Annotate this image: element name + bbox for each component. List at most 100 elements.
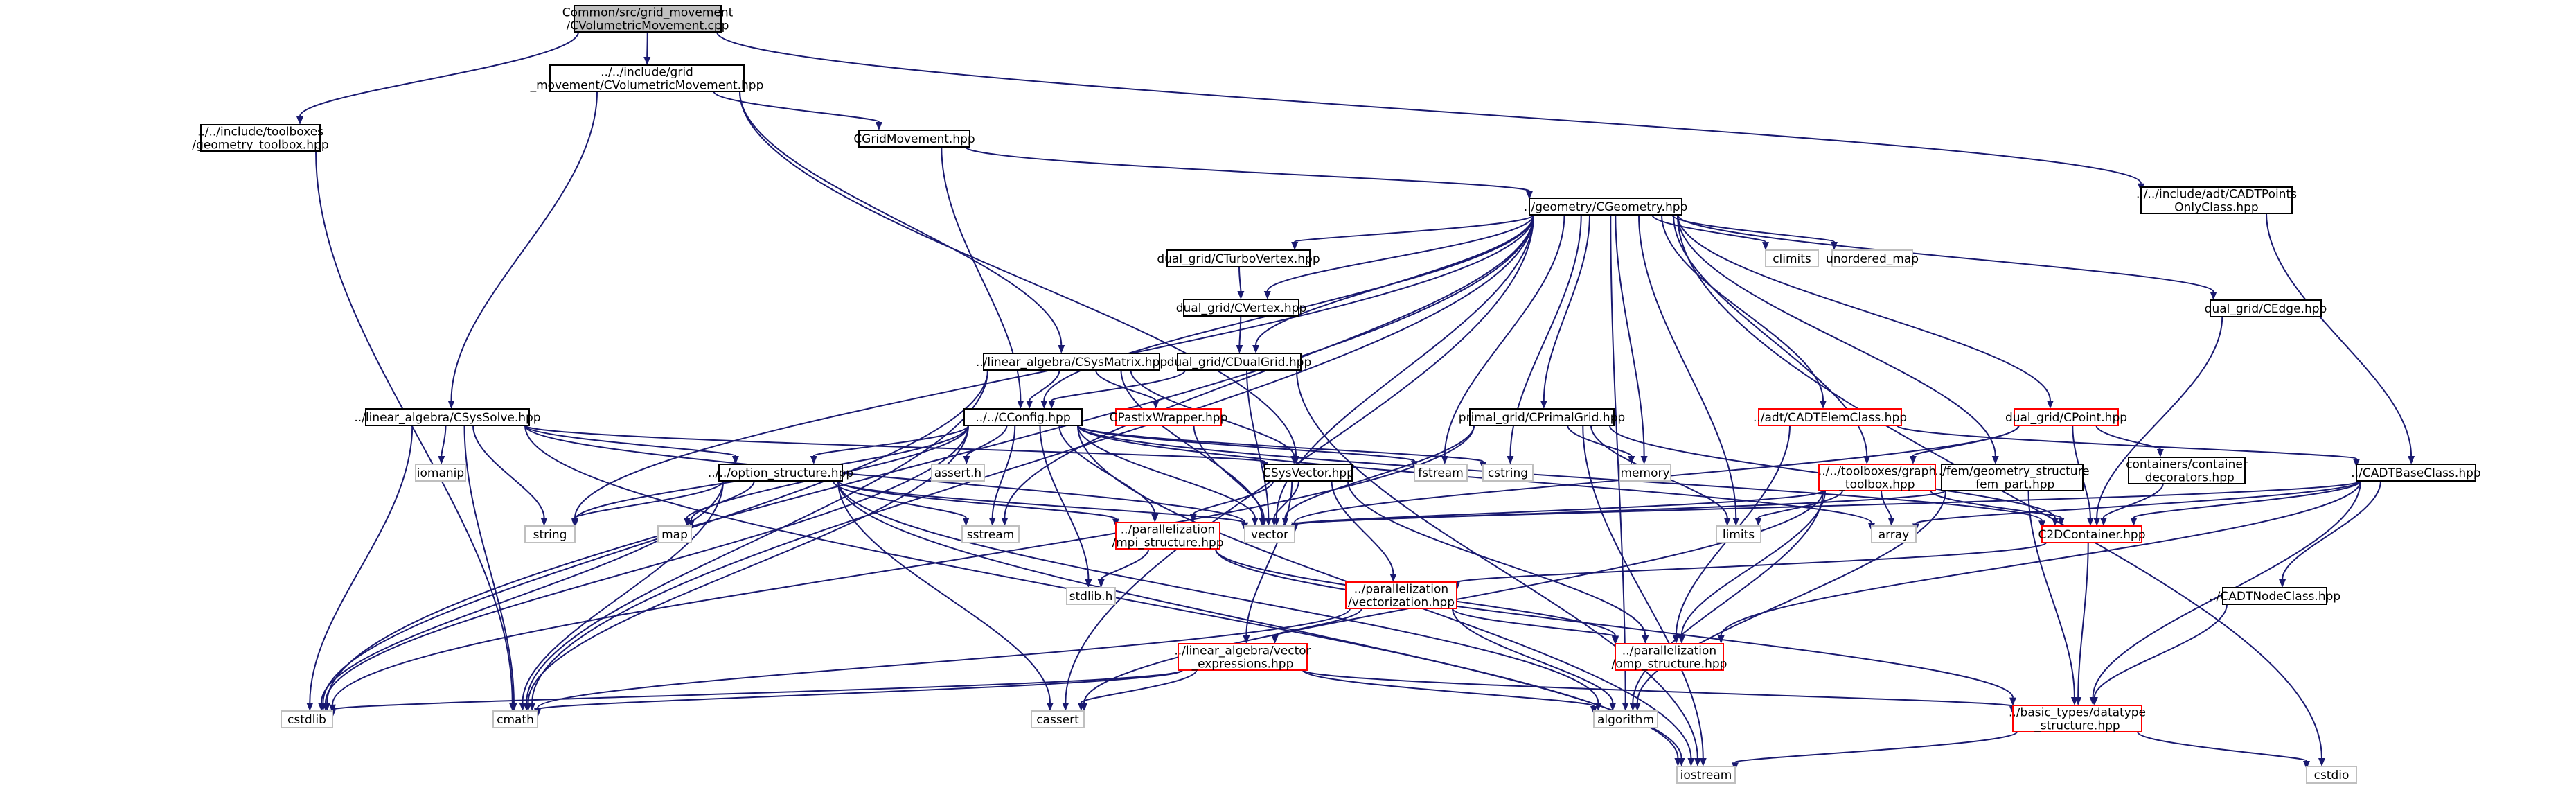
- edge-vecexpr-to-datatype: [1302, 669, 2016, 715]
- file-node-fstream[interactable]: fstream: [1414, 464, 1468, 482]
- edge-line: [1615, 214, 1645, 457]
- file-node-csysvector[interactable]: CSysVector.hpp: [1263, 464, 1354, 482]
- file-node-cgridmove[interactable]: CGridMovement.hpp: [853, 130, 975, 148]
- file-node-climits[interactable]: climits: [1765, 249, 1819, 267]
- edge-cgeometry-to-cadtelem: [1661, 214, 1827, 409]
- edge-line: [1273, 480, 1299, 518]
- file-node-box: [2041, 525, 2142, 543]
- edge-line: [991, 425, 1016, 518]
- file-node-cvm[interactable]: ../../include/grid_movement/CVolumetricM…: [530, 64, 764, 93]
- file-node-cadtpoints[interactable]: ../../include/adt/CADTPointsOnlyClass.hp…: [2136, 186, 2297, 215]
- file-node-fempart[interactable]: ../fem/geometry_structure_fem_part.hpp: [1935, 464, 2090, 492]
- file-node-cgeometry[interactable]: ../geometry/CGeometry.hpp: [1524, 198, 1688, 216]
- edge-arrowhead: [1642, 635, 1649, 644]
- file-node-unordered_map[interactable]: unordered_map: [1826, 249, 1919, 267]
- edge-line: [309, 425, 414, 703]
- edge-arrowhead: [2318, 758, 2325, 766]
- edge-arrowhead: [1755, 518, 1762, 526]
- file-node-cpastix[interactable]: CPastixWrapper.hpp: [1110, 408, 1228, 426]
- edge-line: [1100, 548, 1150, 580]
- file-node-limits[interactable]: limits: [1716, 525, 1761, 543]
- edge-cgeometry-to-cmath: [528, 214, 1534, 711]
- file-node-graphtool[interactable]: ../../toolboxes/graph_toolbox.hpp: [1818, 464, 1936, 492]
- file-node-label: dual_grid/CEdge.hpp: [2205, 302, 2327, 316]
- edge-line: [1238, 315, 1242, 346]
- file-node-mpi[interactable]: ../parallelization/mpi_structure.hpp: [1112, 522, 1224, 550]
- file-node-array[interactable]: array: [1871, 525, 1917, 543]
- file-node-cvertex[interactable]: dual_grid/CVertex.hpp: [1176, 299, 1307, 317]
- file-node-iostream[interactable]: iostream: [1676, 766, 1736, 784]
- edge-arrowhead: [1389, 574, 1397, 582]
- file-node-geomtool[interactable]: ../../include/toolboxes/geometry_toolbox…: [192, 124, 329, 152]
- file-node-cadtelem[interactable]: ../adt/CADTElemClass.hpp: [1753, 408, 1907, 426]
- file-node-iomanip[interactable]: iomanip: [415, 464, 466, 482]
- file-node-box: [549, 64, 745, 92]
- edge-line: [1452, 608, 1616, 638]
- file-node-csysmatrix[interactable]: ../linear_algebra/CSysMatrix.hpp: [976, 353, 1167, 371]
- file-node-algorithm[interactable]: algorithm: [1593, 710, 1658, 728]
- file-node-label: iomanip: [417, 466, 464, 480]
- file-node-turbovertex[interactable]: dual_grid/CTurboVertex.hpp: [1157, 249, 1320, 267]
- file-node-label: _toolbox.hpp: [1838, 478, 1915, 492]
- edge-line: [1651, 214, 1766, 243]
- file-node-map[interactable]: map: [657, 525, 692, 543]
- file-node-omp[interactable]: ../parallelization/omp_structure.hpp: [1612, 643, 1727, 672]
- file-node-stdlib[interactable]: stdlib.h: [1066, 587, 1116, 605]
- edge-line: [1444, 214, 1565, 457]
- file-node-assert[interactable]: assert.h: [931, 464, 985, 482]
- file-node-option[interactable]: ../../option_structure.hpp: [708, 464, 853, 482]
- edge-csyssolve-to-string: [472, 425, 548, 526]
- edge-graphtool-to-array: [1881, 490, 1895, 526]
- edge-line: [646, 31, 648, 58]
- edge-cgeometry-to-memory: [1615, 214, 1648, 464]
- edge-arrowhead: [2210, 292, 2217, 300]
- edge-cgeometry-to-unordered_map: [1671, 214, 1838, 250]
- file-node-box: [1765, 249, 1819, 267]
- file-node-cassert[interactable]: cassert: [1031, 710, 1085, 728]
- file-node-primalgrid[interactable]: primal_grid/CPrimalGrid.hpp: [1459, 408, 1625, 426]
- edge-line: [315, 150, 513, 703]
- edge-csyssolve-to-option: [524, 425, 739, 464]
- edge-arrowhead: [1699, 758, 1707, 766]
- edge-line: [322, 369, 988, 703]
- file-node-label: ../../include/grid: [601, 66, 693, 80]
- edge-cadtnode-to-datatype: [2090, 604, 2228, 705]
- file-node-cconfig[interactable]: ../../CConfig.hpp: [963, 408, 1083, 426]
- file-node-containerdec[interactable]: containers/container_decorators.hpp: [2126, 457, 2248, 485]
- edge-arrowhead: [2051, 518, 2059, 526]
- file-node-cedge[interactable]: dual_grid/CEdge.hpp: [2205, 299, 2327, 317]
- file-node-cstdlib[interactable]: cstdlib: [281, 710, 333, 728]
- file-node-root[interactable]: Common/src/grid_movement/CVolumetricMove…: [562, 5, 734, 33]
- file-node-vectorization[interactable]: ../parallelization/vectorization.hpp: [1345, 581, 1457, 610]
- edge-arrowhead: [296, 116, 303, 125]
- edge-line: [1567, 425, 1633, 457]
- edge-line: [2077, 542, 2089, 698]
- edge-line: [1095, 369, 1157, 401]
- file-node-c2d[interactable]: C2DContainer.hpp: [2038, 525, 2146, 543]
- file-node-box: [1177, 353, 1302, 371]
- file-node-string[interactable]: string: [524, 525, 576, 543]
- file-node-sstream[interactable]: sstream: [961, 525, 1020, 543]
- file-node-datatype[interactable]: ../basic_types/datatype_structure.hpp: [2009, 705, 2146, 733]
- edge-line: [713, 91, 880, 123]
- file-node-cadtnode[interactable]: ../CADTNodeClass.hpp: [2209, 587, 2340, 605]
- file-node-cdualgrid[interactable]: dual_grid/CDualGrid.hpp: [1167, 353, 1312, 371]
- edge-csysvector-to-vectorization: [1331, 480, 1397, 582]
- file-node-cadtbase[interactable]: ../CADTBaseClass.hpp: [2351, 464, 2481, 482]
- edge-line: [1915, 480, 2361, 525]
- file-node-cstdio[interactable]: cstdio: [2306, 766, 2357, 784]
- file-node-cpoint[interactable]: dual_grid/CPoint.hpp: [2005, 408, 2127, 426]
- dependency-edges: [296, 31, 2415, 771]
- edge-arrowhead: [1441, 456, 1448, 464]
- edge-option-to-cmath: [519, 480, 724, 711]
- edge-line: [837, 480, 1599, 703]
- edge-line: [524, 425, 1265, 463]
- file-node-cmath[interactable]: cmath: [492, 710, 538, 728]
- edge-option-to-map: [683, 480, 755, 526]
- file-node-vecexpr[interactable]: ../linear_algebra/vector_expressions.hpp: [1174, 643, 1311, 672]
- file-node-vector[interactable]: vector: [1244, 525, 1295, 543]
- file-node-memory[interactable]: memory: [1619, 464, 1671, 482]
- edge-arrowhead: [1694, 758, 1701, 766]
- file-node-csyssolve[interactable]: ../linear_algebra/CSysSolve.hpp: [354, 408, 541, 426]
- file-node-cstring[interactable]: cstring: [1482, 464, 1534, 482]
